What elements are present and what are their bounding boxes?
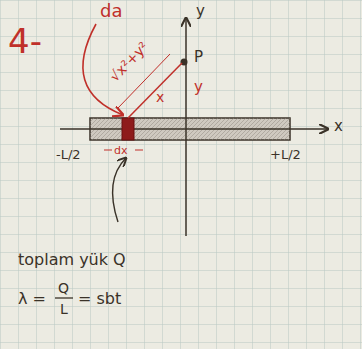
distance-line [128,63,182,118]
pointer-arrow [113,158,126,222]
x-axis [60,128,328,130]
end-label: -L/2 [56,148,81,161]
dx-tick [135,150,143,151]
fraction-bottom: L [60,302,68,316]
dx-tick [104,150,112,151]
element-label: da [100,2,122,20]
axis-label: x [334,119,343,134]
width-label: dx [114,145,128,156]
fraction-top: Q [58,281,69,295]
note-text: λ = [18,291,46,307]
note-text: = sbt [78,291,121,307]
note-text: toplam yük Q [18,252,126,268]
axis-label: y [196,4,205,19]
end-label: +L/2 [270,148,301,161]
height-label: y [194,80,203,95]
point-label: P [194,50,203,65]
position-label: x [156,90,164,104]
y-axis [185,18,187,236]
charge-element [122,118,134,140]
fraction-bar [55,297,73,298]
problem-number: 4- [8,24,42,58]
